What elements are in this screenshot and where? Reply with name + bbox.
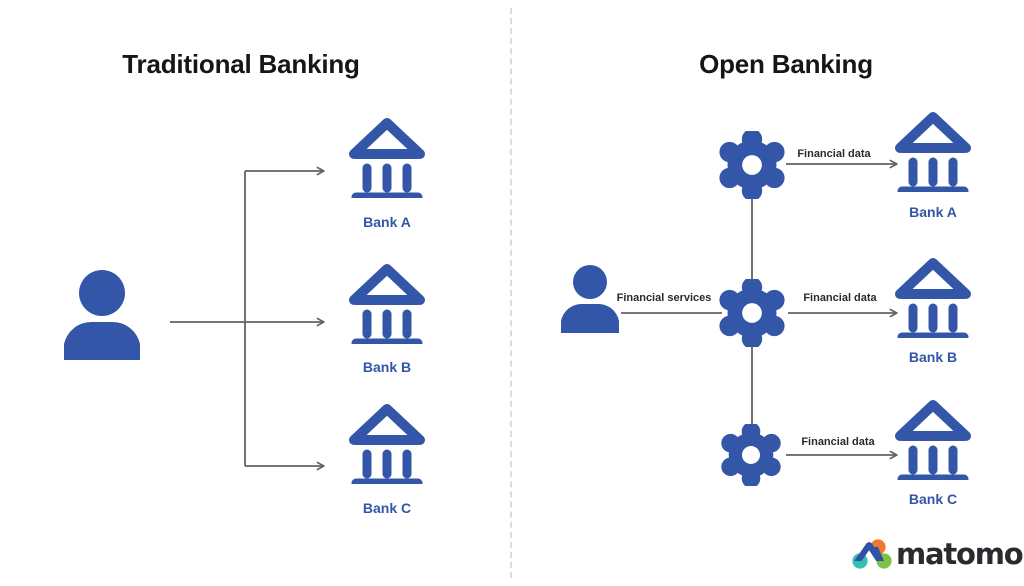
bank-icon-right-b [893, 254, 973, 342]
bank-label-right-b: Bank B [908, 349, 958, 365]
api-gear-icon-middle [718, 276, 786, 350]
bank-icon-right-c [893, 396, 973, 484]
bank-label-right-c: Bank C [908, 491, 958, 507]
customer-icon-right [557, 265, 623, 333]
bank-label-left-c: Bank C [362, 500, 412, 516]
bank-label-left-a: Bank A [363, 214, 411, 230]
bank-icon-left-c [347, 400, 427, 488]
matomo-logo: matomo [852, 536, 1024, 572]
panel-title-open-banking: Open Banking [699, 49, 873, 79]
customer-icon-left [58, 270, 146, 360]
left-connector-group [170, 166, 325, 471]
matomo-logo-mark [852, 539, 892, 569]
edge-label-financial-services: Financial services [616, 292, 712, 304]
edge-label-financial-data-top: Financial data [797, 148, 871, 160]
matomo-wordmark: matomo [896, 537, 1024, 571]
panel-title-traditional-banking: Traditional Banking [122, 49, 360, 79]
panel-divider [510, 8, 512, 578]
bank-icon-left-b [347, 260, 427, 348]
bank-label-right-a: Bank A [909, 204, 957, 220]
bank-icon-left-a [347, 114, 427, 202]
bank-label-left-b: Bank B [362, 359, 412, 375]
api-gear-icon-top [718, 128, 786, 202]
edge-label-financial-data-middle: Financial data [803, 292, 877, 304]
bank-icon-right-a [893, 108, 973, 196]
api-gear-icon-bottom [720, 422, 782, 488]
edge-label-financial-data-bottom: Financial data [801, 436, 875, 448]
